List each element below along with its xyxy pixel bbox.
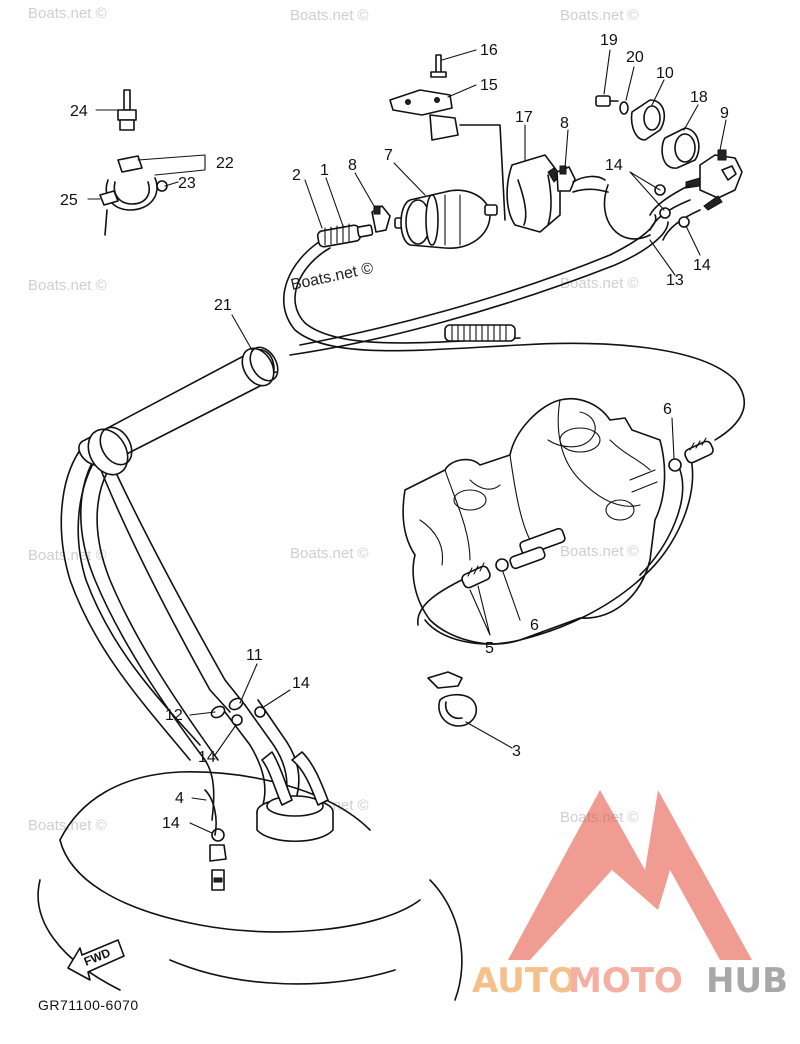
clip-part-3 — [427, 671, 478, 727]
callout-23: 23 — [178, 175, 196, 192]
callout-labels: 24 22 23 25 16 15 17 8 19 20 10 18 9 14 … — [60, 32, 729, 832]
fuel-filter — [394, 189, 498, 249]
hose-cover — [78, 346, 279, 476]
corrugated-sleeve — [444, 324, 516, 342]
collar-part-18 — [661, 127, 700, 169]
brand-text-auto: AUTO — [472, 961, 577, 1001]
watermark: Boats.net © — [560, 7, 639, 24]
tie-part-25 — [99, 190, 119, 236]
callout-14-tank-right: 14 — [292, 675, 310, 692]
watermark: Boats.net © — [28, 547, 107, 564]
hose-ends-part-5 — [461, 558, 509, 589]
callout-16: 16 — [480, 42, 498, 59]
logo-triangle-mark — [508, 790, 752, 960]
callout-6-lower: 6 — [530, 617, 539, 634]
clamp-part-6-upper — [668, 437, 714, 472]
callout-19: 19 — [600, 32, 618, 49]
watermark: Boats.net © — [290, 7, 369, 24]
diagram-code: GR71100-6070 — [38, 997, 139, 1013]
callout-4: 4 — [175, 790, 184, 807]
callout-12: 12 — [165, 707, 183, 724]
callout-14-right: 14 — [693, 257, 711, 274]
fitting-part-10 — [630, 99, 666, 141]
fuel-valve-part-9 — [649, 149, 743, 241]
brand-text-moto: MOTO — [568, 961, 683, 1001]
callout-9: 9 — [720, 105, 729, 122]
callout-14-tank-left: 14 — [198, 749, 216, 766]
hose-part-short — [572, 175, 609, 193]
callout-20: 20 — [626, 49, 644, 66]
callout-8-left: 8 — [348, 157, 357, 174]
callout-2: 2 — [292, 167, 301, 184]
callout-1: 1 — [320, 162, 329, 179]
bolt-part-19 — [595, 95, 619, 107]
fuel-tank — [37, 751, 463, 1001]
clamp-part-8-right — [556, 165, 576, 192]
callout-8-right: 8 — [560, 115, 569, 132]
fwd-arrow: FWD — [67, 939, 125, 981]
watermark: Boats.net © — [28, 5, 107, 22]
callout-22: 22 — [216, 155, 234, 172]
watermark: Boats.net © — [560, 275, 639, 292]
watermark: Boats.net © — [290, 545, 369, 562]
callout-17: 17 — [515, 109, 533, 126]
callout-11: 11 — [246, 647, 263, 664]
callout-10: 10 — [656, 65, 674, 82]
bolt-part-24 — [117, 89, 137, 131]
brand-text-hub: HUB — [706, 961, 788, 1001]
automotohub-logo: AUTO MOTO HUB — [472, 790, 788, 1001]
callout-15: 15 — [480, 77, 498, 94]
callout-3: 3 — [512, 743, 521, 760]
callout-7: 7 — [384, 147, 393, 164]
watermark: Boats.net © — [28, 817, 107, 834]
bracket-part-15 — [389, 89, 506, 221]
watermarks: Boats.net © Boats.net © Boats.net © Boat… — [28, 5, 639, 834]
callout-24: 24 — [70, 103, 88, 120]
washer-part-20 — [619, 101, 629, 115]
callout-5: 5 — [485, 640, 494, 657]
watermark-main: Boats.net © — [289, 260, 375, 294]
engine-block — [402, 398, 666, 645]
callout-6-upper: 6 — [663, 401, 672, 418]
callout-21: 21 — [214, 297, 232, 314]
clamp-part-8-left — [371, 205, 391, 233]
callout-13: 13 — [666, 272, 684, 289]
callout-14-upper: 14 — [605, 157, 623, 174]
leader-lines — [87, 49, 727, 834]
watermark: Boats.net © — [560, 543, 639, 560]
bolt-part-16 — [430, 54, 447, 78]
hose-end-part-2 — [316, 223, 374, 248]
callout-14-tank-bottom: 14 — [162, 815, 180, 832]
callout-18: 18 — [690, 89, 708, 106]
callout-25: 25 — [60, 192, 78, 209]
watermark: Boats.net © — [28, 277, 107, 294]
filter-bracket — [506, 154, 561, 233]
